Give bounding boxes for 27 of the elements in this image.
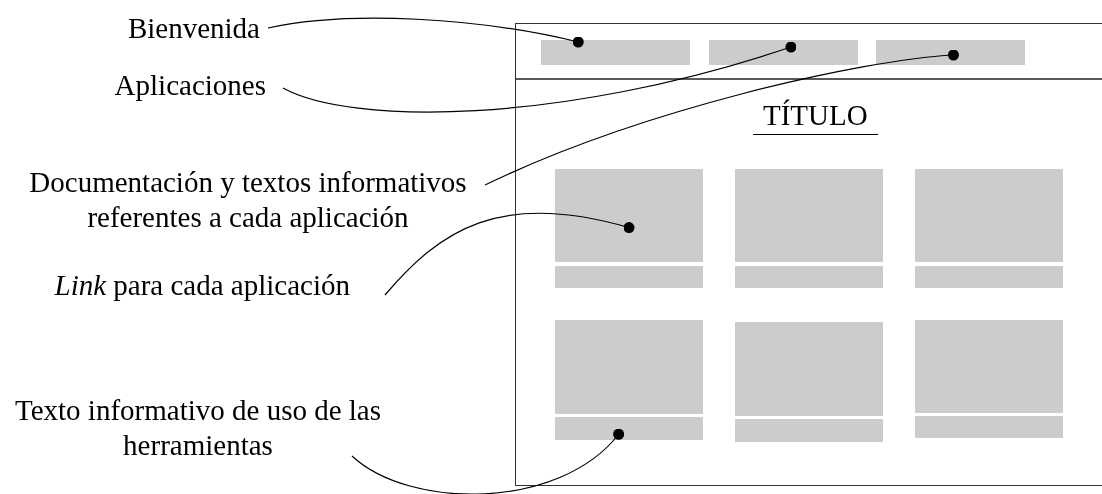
leader-line [267, 17, 584, 48]
page-title: TÍTULO [753, 99, 878, 135]
callout-text: Link para cada aplicación [50, 268, 350, 303]
placeholder-bar [734, 418, 883, 442]
content-block [554, 319, 703, 414]
content-block [914, 319, 1063, 413]
leader-line [351, 428, 625, 494]
content-block [734, 168, 883, 262]
callout-text: Documentación y textos informativos referentes a cada aplicación [18, 165, 478, 235]
placeholder-bar [554, 416, 703, 440]
content-block [914, 168, 1063, 262]
content-block [734, 321, 883, 416]
placeholder-bar [540, 39, 690, 65]
leader-line [282, 41, 797, 113]
placeholder-bar [554, 265, 703, 288]
callout-text: Bienvenida [98, 11, 260, 46]
content-block [554, 168, 703, 262]
leader-line [484, 49, 959, 186]
placeholder-bar [914, 415, 1063, 438]
placeholder-bar [914, 265, 1063, 288]
callout-text: Aplicaciones [98, 68, 266, 103]
leader-line [384, 212, 635, 296]
callout-text: Texto informativo de uso de las herramientas [0, 393, 396, 463]
placeholder-bar [734, 265, 883, 288]
placeholder-bar [708, 39, 858, 65]
placeholder-bar [875, 39, 1025, 65]
page-frame [515, 23, 1102, 486]
